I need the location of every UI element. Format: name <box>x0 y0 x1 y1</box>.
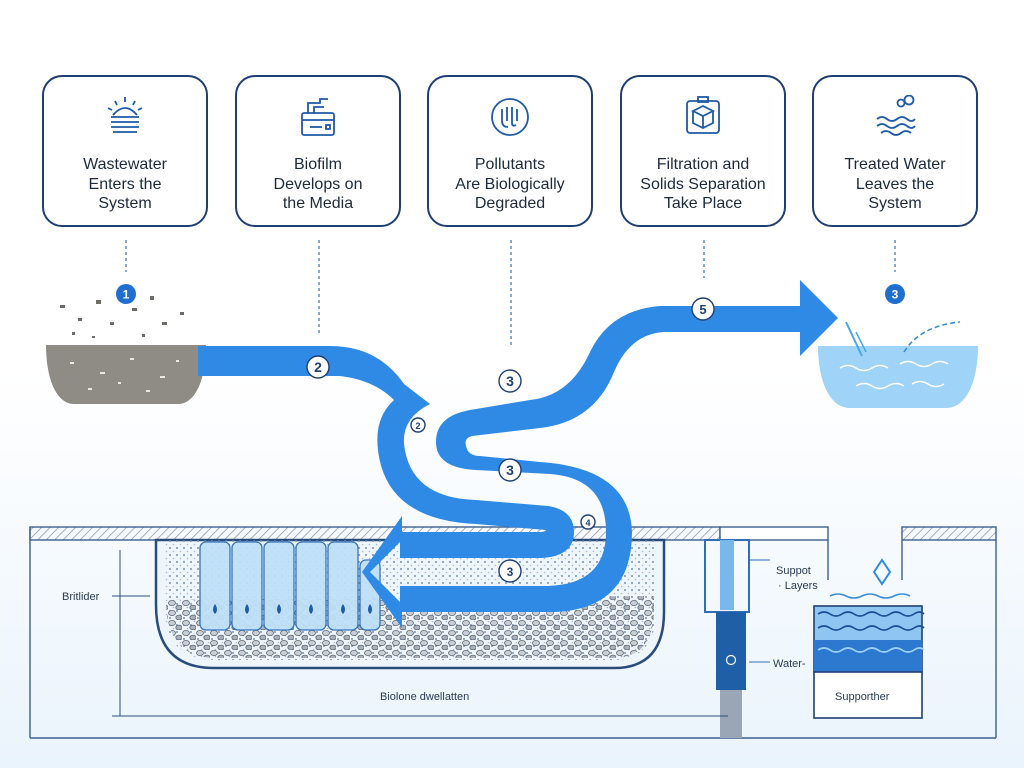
marker-outlet-number: 3 <box>892 288 899 302</box>
marker-arrow-c: 2 <box>415 421 420 431</box>
treated-water-outlet <box>818 321 978 408</box>
step-label-3: Pollutants Are Biologically Degraded <box>455 156 565 212</box>
card-connectors <box>125 240 896 345</box>
step-card-1: Wastewater Enters the System <box>42 75 208 227</box>
marker-arrow-a: 2 <box>314 359 322 375</box>
basin-structure <box>29 526 997 739</box>
step-label-5: Treated Water Leaves the System <box>844 156 946 212</box>
marker-inlet: 1 <box>116 284 136 304</box>
bottom-dimension-label: Biolone dwellatten <box>380 691 469 703</box>
step-card-2: Biofilm Develops on the Media <box>235 75 401 227</box>
marker-arrow-e: 5 <box>699 302 706 317</box>
marker-outlet: 3 <box>885 284 905 304</box>
marker-arrow-b: 3 <box>506 373 514 389</box>
left-dimension-label: Britlider <box>62 591 100 603</box>
step-label-4: Filtration and Solids Separation Take Pl… <box>640 156 766 212</box>
marker-arrow-g: 3 <box>507 565 514 579</box>
flow-arrow-body <box>198 280 838 628</box>
marker-arrow-f: 4 <box>585 518 590 528</box>
water-label: Water- <box>773 658 806 670</box>
microbe-icon <box>429 95 591 139</box>
marker-inlet-number: 1 <box>123 288 130 302</box>
wastewater-inlet <box>46 290 206 404</box>
filter-box-icon <box>622 95 784 139</box>
step-card-4: Filtration and Solids Separation Take Pl… <box>620 75 786 227</box>
markers: 1 3 2 3 2 3 5 4 3 <box>116 284 905 583</box>
support-tank-label: Supporther <box>835 691 890 703</box>
water-waves-icon <box>814 95 976 139</box>
flow-arrow <box>198 280 838 628</box>
marker-arrow-d: 3 <box>506 462 514 478</box>
support-layers-label-1: Suppot <box>776 565 811 577</box>
media-tank-icon <box>237 95 399 139</box>
step-card-5: Treated Water Leaves the System <box>812 75 978 227</box>
support-layers-label-2: · Layers <box>778 580 818 592</box>
step-card-3: Pollutants Are Biologically Degraded <box>427 75 593 227</box>
wastewater-icon <box>44 95 206 139</box>
step-label-1: Wastewater Enters the System <box>83 156 167 212</box>
step-label-2: Biofilm Develops on the Media <box>273 156 363 212</box>
